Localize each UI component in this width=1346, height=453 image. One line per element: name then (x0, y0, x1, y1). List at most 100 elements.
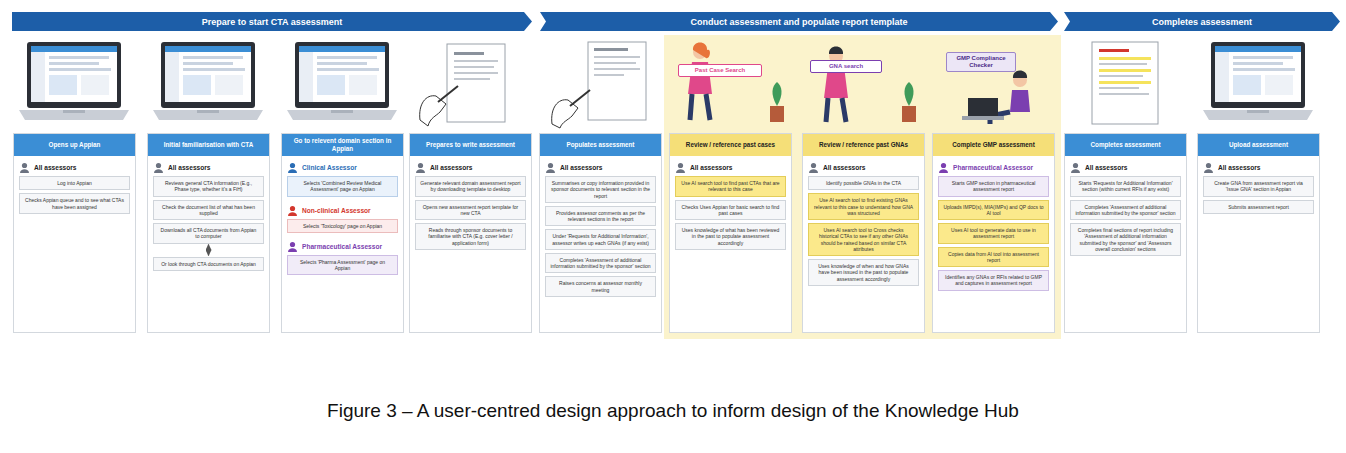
role-name: Pharmaceutical Assessor (953, 164, 1033, 171)
step-text: Completes 'Assessment of additional info… (1075, 204, 1176, 217)
step-text: Uses AI tool to generate data to use in … (943, 227, 1044, 240)
document-picture (594, 68, 640, 70)
role-name: Pharmaceutical Assessor (302, 243, 382, 250)
step-text: Provides assessor comments as per the re… (550, 210, 651, 223)
person-icon (941, 163, 946, 168)
person-icon (154, 169, 163, 173)
step-box: Completes 'Assessment of additional info… (545, 253, 656, 274)
step-box: Use AI search tool to find past CTAs tha… (675, 176, 786, 197)
step-text: Completes 'Assessment of additional info… (550, 257, 651, 270)
step-box: Reviews general CTA information (E.g., P… (153, 176, 264, 197)
step-box: Uses AI tool to generate data to use in … (938, 223, 1049, 244)
step-text: Identifies any GNAs or RFIs related to G… (943, 274, 1044, 287)
role-group: All assessorsLog into AppianChecks Appia… (14, 156, 135, 216)
person-icon (1204, 169, 1213, 173)
step-box: Check the document list of what has been… (153, 200, 264, 221)
document-picture (594, 62, 636, 64)
person-icon (156, 163, 161, 168)
document-picture (1099, 87, 1139, 89)
step-text: Create GNA from assessment report via 'I… (1208, 180, 1309, 193)
step-column: Opens up AppianAll assessorsLog into App… (13, 133, 136, 333)
document-picture (552, 42, 646, 128)
document-picture (1092, 42, 1158, 124)
person-icon (287, 162, 298, 173)
person-icon (290, 205, 295, 210)
phase-title: Completes assessment (1152, 17, 1252, 27)
writing-picture (438, 86, 458, 102)
step-column: Populates assessmentAll assessorsSummari… (539, 133, 662, 333)
role-group: All assessorsUse AI search tool to find … (670, 156, 791, 252)
column-header: Opens up Appian (14, 134, 135, 156)
column-header: Review / reference past cases (670, 134, 791, 156)
highlight-band (664, 35, 1061, 339)
person-icon (676, 169, 685, 173)
role-name: All assessors (34, 164, 77, 171)
document-picture (1099, 57, 1151, 60)
laptop-picture (19, 42, 129, 120)
person-icon (675, 162, 686, 173)
document-picture (1099, 69, 1151, 72)
writing-picture (454, 78, 490, 80)
person-icon (20, 169, 29, 173)
role-heading: All assessors (1203, 162, 1314, 173)
person-icon (545, 162, 556, 173)
role-group: All assessorsCreate GNA from assessment … (1198, 156, 1319, 216)
step-box: Or look through CTA documents on Appian (153, 257, 264, 271)
person-icon (288, 169, 297, 173)
person-search-picture (902, 106, 916, 122)
document-picture (594, 48, 628, 51)
role-name: All assessors (560, 164, 603, 171)
tool-label: GNA search (810, 60, 882, 73)
person-laptop-picture (968, 98, 998, 116)
person-search-picture (826, 98, 846, 122)
person-icon (1071, 169, 1080, 173)
person-icon (418, 163, 423, 168)
role-heading: Clinical Assessor (287, 162, 398, 173)
step-text: Under 'Requests for Additional Informati… (550, 233, 651, 246)
person-icon (811, 163, 816, 168)
step-text: Check the document list of what has been… (158, 204, 259, 217)
role-group: Pharmaceutical AssessorStarts GMP sectio… (933, 156, 1054, 293)
step-column: Prepares to write assessmentAll assessor… (409, 133, 532, 333)
role-group: Non-clinical AssessorSelects 'Toxicology… (282, 199, 403, 235)
step-text: Starts 'Requests for Additional Informat… (1075, 180, 1176, 193)
step-text: Use AI search tool to find existing GNAs… (813, 197, 914, 216)
step-text: Selects 'Pharma Assessment' page on Appi… (292, 259, 393, 272)
writing-picture (454, 66, 494, 68)
step-text: Or look through CTA documents on Appian (158, 261, 259, 267)
step-box: Starts GMP section in pharmaceutical ass… (938, 176, 1049, 197)
step-box: Starts 'Requests for Additional Informat… (1070, 176, 1181, 197)
column-header: Complete GMP assessment (933, 134, 1054, 156)
role-name: All assessors (168, 164, 211, 171)
role-group: Pharmaceutical AssessorSelects 'Pharma A… (282, 235, 403, 278)
person-icon (808, 162, 819, 173)
role-name: All assessors (823, 164, 866, 171)
role-name: Non-clinical Assessor (302, 207, 371, 214)
step-box: Provides assessor comments as per the re… (545, 206, 656, 227)
laptop-picture (1203, 42, 1313, 120)
document-picture (1099, 75, 1143, 77)
person-search-picture (772, 82, 781, 106)
person-icon (290, 242, 295, 247)
laptop-picture (153, 42, 263, 120)
person-laptop-picture (962, 116, 1004, 120)
step-text: Copies data from AI tool into assessment… (943, 251, 1044, 264)
step-box: Completes final sections of report inclu… (1070, 223, 1181, 256)
step-box: Copies data from AI tool into assessment… (938, 247, 1049, 268)
step-box: Uses knowledge of when and how GNAs have… (808, 259, 919, 286)
role-heading: All assessors (675, 162, 786, 173)
column-header: Initial familiarisation with CTA (148, 134, 269, 156)
step-text: Completes final sections of report inclu… (1075, 227, 1176, 252)
person-icon (290, 163, 295, 168)
role-name: All assessors (1085, 164, 1128, 171)
writing-picture (420, 44, 505, 126)
phase-banner: Completes assessment (1064, 12, 1340, 31)
step-box: Reads through sponsor documents to famil… (415, 223, 526, 250)
person-icon (938, 162, 949, 173)
step-text: Reads through sponsor documents to famil… (420, 227, 521, 246)
step-text: Uploads IMPD(s), MIA(IMPs) and QP docs t… (943, 204, 1044, 217)
writing-picture (454, 60, 498, 62)
step-text: Opens new assessment report template for… (420, 204, 521, 217)
role-name: All assessors (1218, 164, 1261, 171)
role-heading: All assessors (545, 162, 656, 173)
